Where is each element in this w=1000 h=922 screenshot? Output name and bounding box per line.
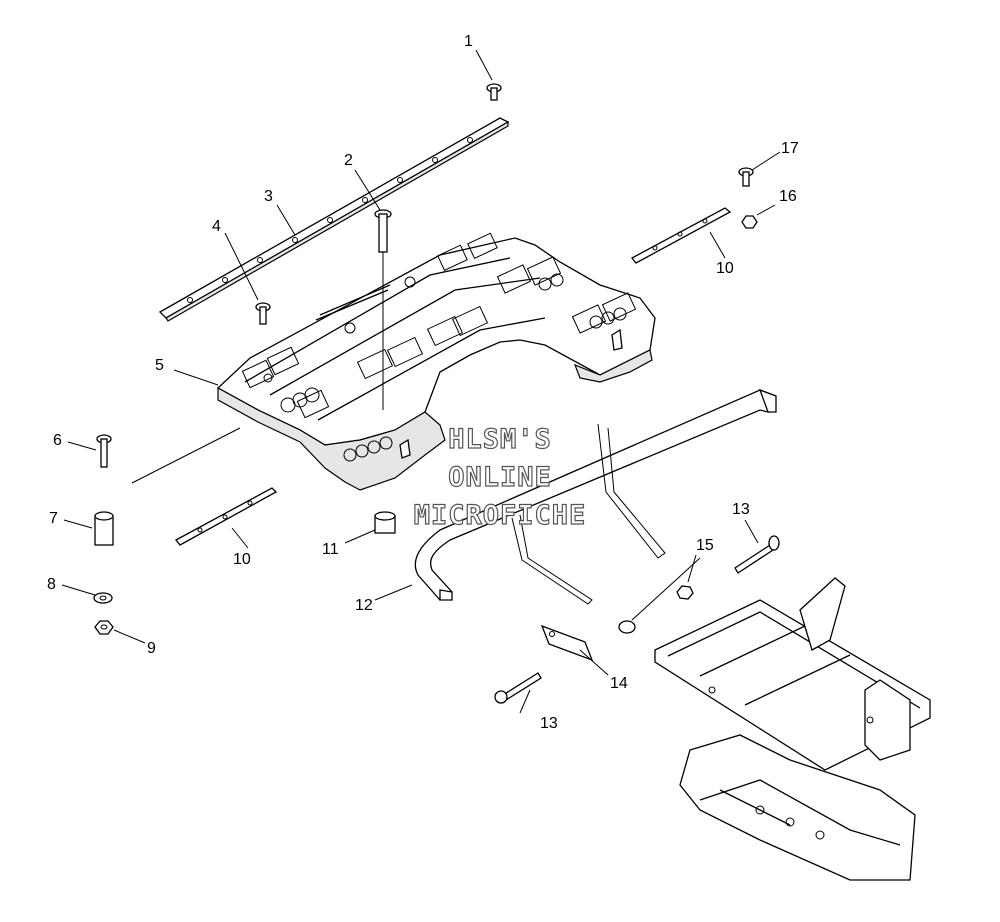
nut-part-16 (741, 215, 758, 229)
bracket-plate-part-14 (540, 624, 594, 662)
watermark-line-3: MICROFICHE (414, 500, 587, 531)
callout-10-lower: 10 (233, 551, 251, 568)
callout-14: 14 (610, 675, 628, 692)
callout-13-upper: 13 (732, 501, 750, 518)
callout-15: 15 (696, 537, 714, 554)
nut-part-9 (94, 620, 114, 635)
callout-9: 9 (147, 640, 156, 657)
small-strip-part-upper (631, 207, 732, 264)
bolt-part-13-upper (734, 535, 780, 574)
callout-6: 6 (53, 432, 62, 449)
callout-2: 2 (344, 152, 353, 169)
washer-part-8 (93, 592, 113, 604)
watermark: HLSM'S ONLINE MICROFICHE (413, 423, 587, 531)
callout-17: 17 (781, 140, 799, 157)
small-strip-part-lower (175, 487, 278, 546)
alignment-line (131, 427, 241, 484)
rack-support-tube-part (414, 388, 777, 605)
callout-3: 3 (264, 188, 273, 205)
bolt-part-4 (255, 302, 271, 325)
callout-labels: 1 2 3 4 5 6 7 8 9 10 10 11 12 13 13 14 1… (47, 33, 799, 732)
watermark-line-1: HLSM'S (448, 424, 552, 455)
leader-lines (61, 49, 781, 714)
callout-4: 4 (212, 218, 221, 235)
callout-10-upper: 10 (716, 260, 734, 277)
callout-5: 5 (155, 357, 164, 374)
callout-12: 12 (355, 597, 373, 614)
bolt-part-13-lower (494, 672, 542, 704)
bolt-part-2 (374, 209, 392, 253)
bolt-part-1 (486, 83, 502, 101)
callout-16: 16 (779, 188, 797, 205)
callout-8: 8 (47, 576, 56, 593)
bolt-part-6 (96, 434, 112, 468)
vehicle-frame (654, 577, 931, 881)
callout-7: 7 (49, 510, 58, 527)
callout-11: 11 (322, 541, 339, 558)
spacer-part-7 (94, 511, 114, 546)
rear-rack-part (216, 232, 656, 491)
spacer-part-11 (374, 511, 396, 534)
bolt-part-17 (738, 167, 754, 187)
callout-13-lower: 13 (540, 715, 558, 732)
watermark-line-2: ONLINE (448, 462, 552, 493)
callout-1: 1 (464, 33, 473, 50)
nut-part-15 (618, 585, 694, 634)
rail-strip-part (158, 117, 510, 322)
